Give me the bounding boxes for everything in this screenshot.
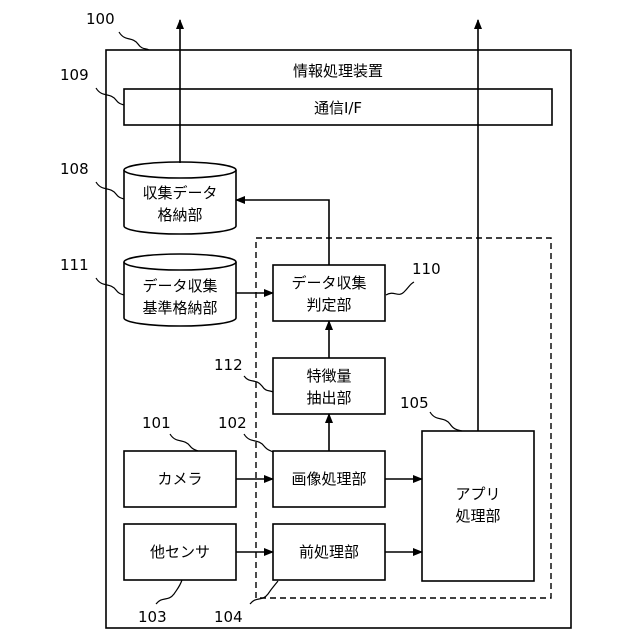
collected-data-line1: 収集データ xyxy=(142,184,217,202)
judge-line1: データ収集 xyxy=(291,274,366,292)
feature-line2: 抽出部 xyxy=(306,389,351,407)
comm-if-label: 通信I/F xyxy=(314,99,362,117)
collected-data-store: 収集データ 格納部 xyxy=(124,162,236,234)
preproc-label: 前処理部 xyxy=(299,543,359,561)
feature-line1: 特徴量 xyxy=(306,367,351,385)
ref-108: 108 xyxy=(60,160,89,178)
ref-109: 109 xyxy=(60,66,89,84)
judge-line2: 判定部 xyxy=(306,296,351,314)
criteria-line2: 基準格納部 xyxy=(142,299,217,317)
ref-105: 105 xyxy=(400,394,429,412)
device-title: 情報処理装置 xyxy=(293,62,383,80)
criteria-store: データ収集 基準格納部 xyxy=(124,254,236,326)
ref-111: 111 xyxy=(60,256,89,274)
image-proc-label: 画像処理部 xyxy=(291,470,366,488)
ref-112: 112 xyxy=(214,356,243,374)
other-sensor-label: 他センサ xyxy=(150,543,210,561)
app-proc-line2: 処理部 xyxy=(455,507,500,525)
ref-102: 102 xyxy=(218,414,247,432)
collected-data-line2: 格納部 xyxy=(157,206,202,224)
ref-103: 103 xyxy=(138,608,167,626)
criteria-line1: データ収集 xyxy=(142,277,217,295)
ref-101: 101 xyxy=(142,414,171,432)
ref-110: 110 xyxy=(412,260,441,278)
leader-100 xyxy=(119,32,149,50)
camera-label: カメラ xyxy=(157,470,202,488)
ref-100: 100 xyxy=(86,10,115,28)
app-proc-line1: アプリ xyxy=(455,485,500,503)
ref-104: 104 xyxy=(214,608,243,626)
app-proc-box xyxy=(422,431,534,581)
